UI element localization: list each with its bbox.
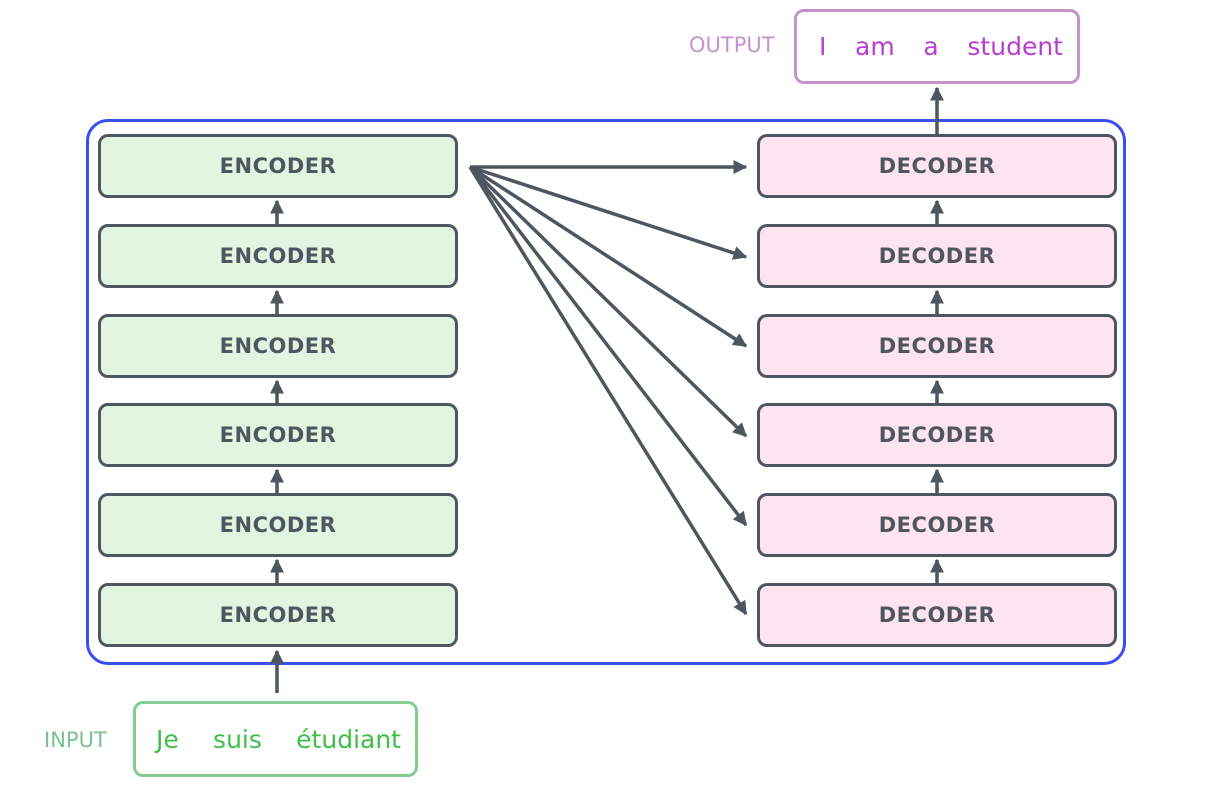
decoder-label: DECODER [878,244,996,268]
arrow-encoder-to-decoder-2 [468,165,748,527]
decoder-label: DECODER [878,513,996,537]
input-token: étudiant [296,724,401,754]
encoder-block-3: ENCODER [98,403,458,467]
input-token: suis [213,724,262,754]
decoder-label: DECODER [878,334,996,358]
decoder-block-1: DECODER [757,583,1117,647]
output-token: I [819,32,827,61]
input-token: Je [156,724,179,754]
decoder-block-3: DECODER [757,403,1117,467]
decoder-block-2: DECODER [757,493,1117,557]
arrow-encoder-to-decoder-1 [468,166,748,616]
decoder-label: DECODER [878,603,996,627]
encoder-block-5: ENCODER [98,224,458,288]
decoder-block-4: DECODER [757,314,1117,378]
encoder-block-4: ENCODER [98,314,458,378]
encoder-label: ENCODER [219,154,337,178]
encoder-block-2: ENCODER [98,493,458,557]
decoder-block-5: DECODER [757,224,1117,288]
output-token: a [923,32,939,61]
encoder-label: ENCODER [219,603,337,627]
output-sentence-box: I am a student [794,9,1080,84]
decoder-label: DECODER [878,423,996,447]
output-label: OUTPUT [689,33,775,57]
encoder-block-1: ENCODER [98,583,458,647]
encoder-label: ENCODER [219,334,337,358]
encoder-label: ENCODER [219,244,337,268]
arrow-encoder-to-decoder-3 [468,165,748,438]
encoder-decoder-frame [86,119,1126,665]
input-label: INPUT [44,728,107,752]
encoder-label: ENCODER [219,513,337,537]
decoder-label: DECODER [878,154,996,178]
encoder-label: ENCODER [219,423,337,447]
decoder-block-6: DECODER [757,134,1117,198]
arrow-encoder-to-decoder-4 [469,165,748,348]
arrow-encoder-to-decoder-5 [469,165,748,260]
output-token: am [855,32,895,61]
output-token: student [967,32,1063,61]
input-sentence-box: Je suis étudiant [133,701,418,777]
encoder-block-6: ENCODER [98,134,458,198]
